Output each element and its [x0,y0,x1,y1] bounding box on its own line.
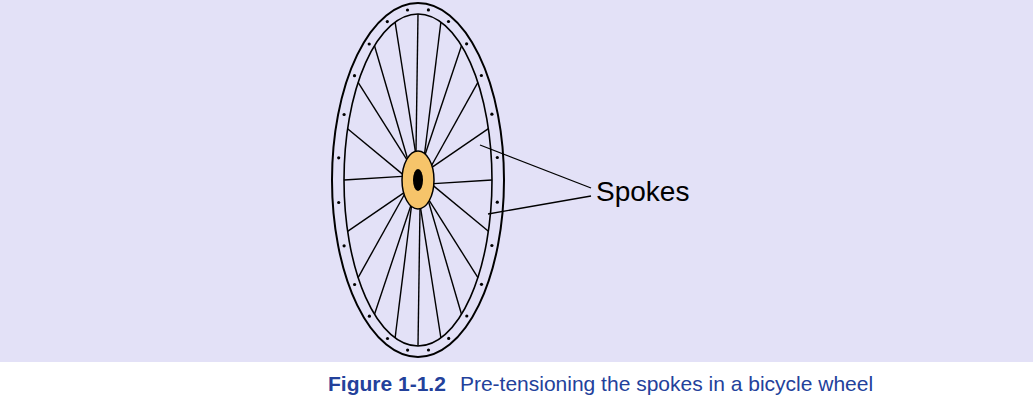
leader-line [488,196,591,214]
spoke [348,190,408,231]
hub [402,151,434,209]
spoke [430,180,492,184]
rim-hole [337,156,340,159]
part-label: Spokes [596,176,689,208]
spoke [420,202,441,338]
rim-hole [427,348,430,351]
rim-hole [353,74,356,77]
spoke [358,82,410,164]
rim-hole [386,337,389,340]
outer-rim [332,3,504,357]
spoke [395,199,412,338]
figure-background [0,0,1033,362]
spoke [344,176,406,180]
rim-hole [406,8,409,11]
spoke [426,196,478,278]
spokes [344,14,492,346]
rim-hole [368,42,371,45]
caption-row: Figure 1-1.2 Pre-tensioning the spokes i… [328,372,873,396]
spoke [375,46,410,165]
rim-hole [490,113,493,116]
spoke [429,129,489,170]
rim-hole [465,314,468,317]
rim-hole [480,283,483,286]
spoke [348,129,407,177]
rim-hole [447,337,450,340]
rim-hole [490,244,493,247]
rim-hole [368,315,371,318]
leader-line [480,145,591,188]
axle-hole [413,169,423,191]
spoke [375,200,413,314]
figure-number: Figure 1-1.2 [328,372,446,396]
rim-hole [343,244,346,247]
rim-hole [406,349,409,352]
inner-rim [344,14,492,346]
spoke [427,195,462,314]
rim-hole [496,156,499,159]
spoke [416,14,418,158]
rim-hole [496,201,499,204]
spoke [429,82,478,170]
spoke [430,183,489,231]
rim-hole [427,8,430,11]
rim-hole [337,201,340,204]
rim-hole [343,113,346,116]
spoke [423,46,461,161]
spoke [424,22,441,161]
rim-hole [353,283,356,286]
spoke [358,190,407,278]
rim-hole [447,20,450,23]
spoke [418,202,420,346]
rim-hole [480,74,483,77]
rim-hole [465,42,468,45]
spoke [395,22,416,158]
rim-hole [386,20,389,23]
caption: Pre-tensioning the spokes in a bicycle w… [460,372,873,396]
rim-holes [337,8,499,351]
